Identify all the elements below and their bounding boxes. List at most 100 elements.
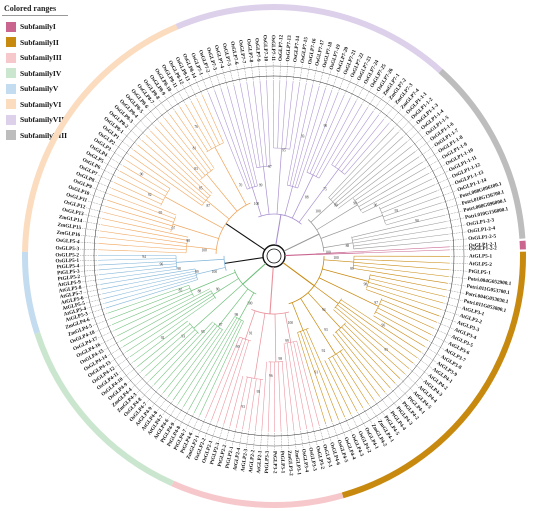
leaf-branch [353,240,450,250]
leaf-connector [306,429,311,447]
leaf-label: OsGLP7-17 [314,39,326,66]
legend-item: SubfamilyIII [2,50,68,66]
bootstrap-value: 90 [216,287,220,291]
leaf-connector [426,158,442,168]
leaf-connector [430,164,446,173]
subclade-arc [246,376,264,380]
leaf-branch [332,355,364,409]
leaf-connector [412,134,426,146]
leaf-connector [356,84,365,100]
leaf-branch [190,100,216,147]
leaf-branch [352,221,447,241]
leaf-branch [351,214,446,238]
leaf-label: AtGLP2-3 [240,448,249,472]
clade-stem [284,253,316,257]
leaf-label: OsGLP5-2 [55,252,79,258]
subclade-arc [200,168,214,180]
subclade-arc [188,322,199,334]
subclade-stem [214,146,247,206]
leaf-connector [267,432,269,450]
bootstrap-value: 93 [241,405,245,409]
bootstrap-value: 98 [186,239,190,243]
leaf-branch [293,341,314,428]
leaf-connector [279,62,281,80]
legend-swatch [6,68,16,79]
legend-label: SubfamilyVI [20,99,62,109]
leaf-connector [225,427,230,444]
leaf-label: AtGLP5-8 [58,285,82,295]
leaf-label: OsGLP7-8 [245,39,254,64]
leaf-branch [129,297,216,358]
leaf-connector [107,156,123,166]
leaf-connector [433,170,449,179]
leaf-branch [211,338,243,421]
legend-swatch [6,130,16,141]
legend-item: SubfamilyII [2,35,68,51]
leaf-label: ZmGLP14 [58,214,83,224]
leaf-branch [334,110,374,168]
leaf-connector [450,245,468,247]
bootstrap-value: 93 [324,328,328,332]
leaf-branch [150,130,213,194]
range-arc [171,480,344,508]
leaf-branch [117,288,210,337]
subclade-stem [284,312,292,343]
leaf-connector [418,358,433,369]
clade-stem [283,233,320,252]
bootstrap-value: 99 [334,204,338,208]
leaf-connector [87,200,105,206]
bootstrap-value: 91 [314,371,318,375]
subclade-arc [206,142,224,153]
subclade-stem [298,169,339,223]
leaf-branch [377,307,432,335]
bootstrap-value: 93 [182,335,186,339]
subclade-stem [254,313,266,379]
bootstrap-value: 98 [279,357,283,361]
leaf-connector [351,415,359,431]
clade-stem [282,262,315,287]
subclade-stem [196,267,226,275]
leaf-branch [248,378,257,431]
clade-stem [275,214,282,246]
leaf-branch [122,292,213,347]
leaf-connector [111,352,126,362]
leaf-connector [299,64,303,81]
leaf-branch [239,83,257,168]
leaf-connector [168,404,178,419]
leaf-branch [289,81,301,150]
leaf-branch [370,274,447,291]
leaf-branch [353,258,450,264]
leaf-branch [344,122,390,175]
leaf-connector [101,336,117,345]
leaf-branch [338,329,391,389]
leaf-label: OsGLP12 [63,199,86,210]
leaf-label: PtGLP2-2 [217,444,229,468]
leaf-branch [352,227,448,244]
bootstrap-value: 85 [179,288,183,292]
leaf-connector [83,289,101,293]
leaf-connector [287,432,290,450]
leaf-branch [102,218,189,238]
subclade-arc [366,274,371,289]
leaf-connector [449,276,467,279]
legend-item: SubfamilyIV [2,66,68,82]
subclade-arc [327,349,343,359]
bootstrap-value: 87 [207,204,211,208]
leaf-label: OsGLP7-15 [300,36,310,63]
leaf-connector [280,432,283,450]
leaf-connector [437,322,454,330]
leaf-branch [214,90,250,189]
bootstrap-value: 95 [282,148,286,152]
leaf-connector [222,68,228,86]
legend-label: SubfamilyII [20,37,59,47]
leaf-connector [131,376,145,389]
bootstrap-value: 98 [353,202,357,206]
leaf-label: PtGLP2-1 [224,445,235,469]
legend-label: SubfamilyIV [20,68,62,78]
leaf-connector [204,421,212,438]
leaf-branch [233,84,258,186]
leaf-branch [129,154,203,206]
leaf-label: ZmGLP16 [56,230,81,239]
leaf-connector [90,194,107,200]
bootstrap-value: 88 [198,289,202,293]
